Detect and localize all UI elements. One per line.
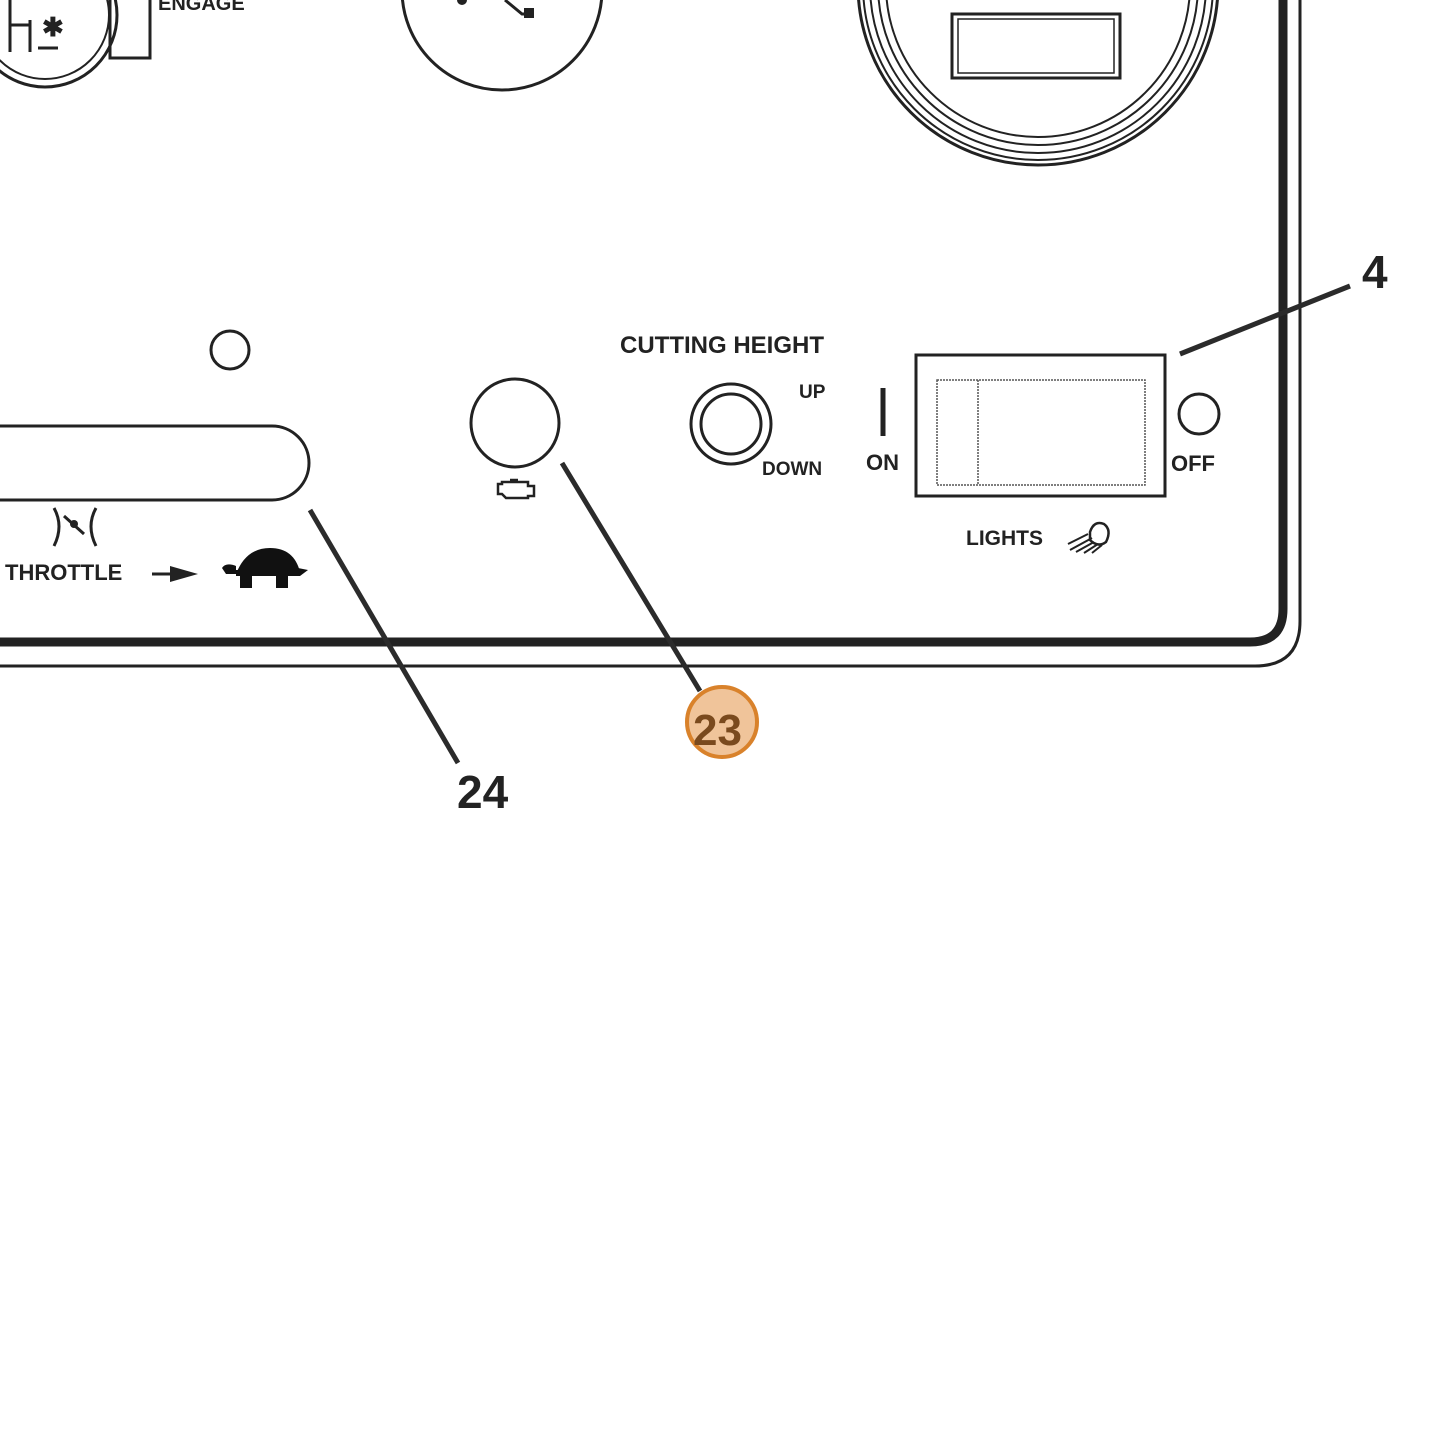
indicator-hole	[209, 329, 251, 371]
callout-23-highlight	[685, 685, 759, 759]
callout-4-label: 4	[1362, 246, 1388, 298]
callout-23-label: 23	[693, 706, 742, 755]
callout-24-label: 24	[457, 766, 509, 818]
throttle-label: THROTTLE	[5, 560, 122, 585]
pto-icon: ✱	[8, 0, 64, 52]
panel-inner-border	[0, 0, 1288, 647]
lights-on-label: ON	[866, 450, 899, 475]
hour-meter	[857, 0, 1219, 167]
callout-24-leader	[307, 508, 461, 765]
svg-text:✱: ✱	[42, 12, 64, 42]
engage-label-box	[108, 0, 152, 60]
callout-4-leader	[1179, 283, 1351, 357]
cutting-height-label: CUTTING HEIGHT	[620, 332, 824, 359]
choke-icon	[52, 507, 98, 547]
throttle-slot	[0, 424, 311, 502]
lights-switch	[914, 353, 1167, 498]
engage-label: ENGAGE	[158, 0, 245, 15]
cutting-height-up-label: UP	[799, 382, 826, 403]
cutting-height-switch	[689, 382, 773, 466]
throttle-arrow-icon	[152, 566, 198, 582]
pto-knob: ✱	[0, 0, 119, 89]
callout-23-leader	[559, 461, 703, 693]
ignition-knob	[401, 0, 603, 92]
check-engine-light	[469, 377, 561, 469]
hour-meter-display	[950, 12, 1122, 80]
off-symbol	[1177, 392, 1221, 436]
panel-outer-border	[0, 0, 1302, 668]
lights-label: LIGHTS	[966, 527, 1043, 550]
lights-off-label: OFF	[1171, 451, 1215, 476]
turtle-icon	[222, 548, 308, 588]
engine-icon	[457, 0, 534, 18]
headlight-icon	[1067, 521, 1110, 554]
cutting-height-down-label: DOWN	[762, 459, 822, 480]
check-engine-icon	[496, 478, 536, 500]
